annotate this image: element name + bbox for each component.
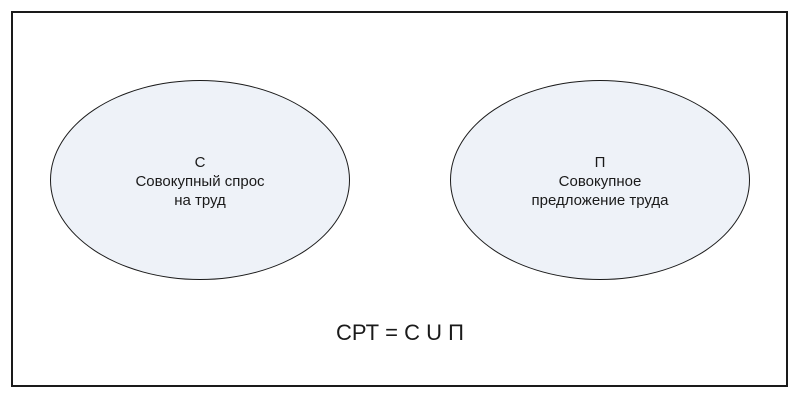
demand-ellipse: С Совокупный спрос на труд <box>50 80 350 280</box>
demand-label: С Совокупный спрос на труд <box>135 153 264 210</box>
demand-title-line2: на труд <box>174 191 226 209</box>
supply-label: П Совокупное предложение труда <box>531 153 668 210</box>
demand-title-line1: Совокупный спрос <box>135 172 265 190</box>
demand-symbol: С <box>194 153 206 171</box>
union-formula: СРТ = С U П <box>336 320 464 345</box>
supply-symbol: П <box>594 153 606 171</box>
supply-ellipse: П Совокупное предложение труда <box>450 80 750 280</box>
supply-title-line1: Совокупное <box>558 172 642 190</box>
supply-title-line2: предложение труда <box>531 191 669 209</box>
